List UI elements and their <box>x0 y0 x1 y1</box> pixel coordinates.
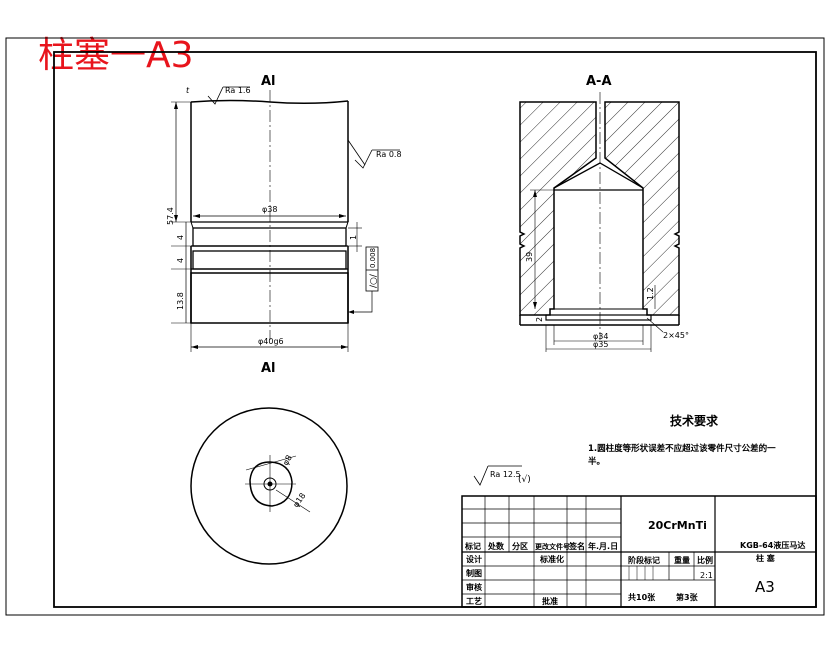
section-hatched-body <box>519 101 680 316</box>
label-titleblock-check: 审核 <box>466 582 482 592</box>
tb-part-name: 柱 塞 <box>756 553 776 563</box>
dim-groove2-h: 4 <box>176 258 185 263</box>
title-block <box>461 495 817 608</box>
tech-requirements: 技术要求 1.圆柱度等形状误差不应超过该零件尺寸公差的一 半。 <box>588 413 776 467</box>
label-titleblock-draft: 制图 <box>466 568 482 578</box>
tb-material: 20CrMnTi <box>648 519 707 532</box>
label-titleblock-process: 工艺 <box>466 596 482 606</box>
section-chamfer: 2×45° <box>663 331 689 340</box>
section-view: A-A 39 2 1.2 2×45° φ34 φ35 <box>519 74 689 352</box>
inner-frame <box>53 51 817 608</box>
bottom-view: Al φ8 φ18 <box>190 361 348 565</box>
section-dim-1-2: 1.2 <box>646 287 655 300</box>
label-titleblock-col_mark: 标记 <box>464 541 481 551</box>
tb-drawing-name: KGB-64液压马达 <box>740 540 805 550</box>
label-dims-rough_general: Ra 12.5 <box>490 470 521 479</box>
dim-dia-upper: φ38 <box>262 205 277 214</box>
section-dim-39: 39 <box>525 252 534 262</box>
dim-height-total: 57.4 <box>166 207 175 225</box>
general-roughness: Ra 12.5 (√) <box>473 465 531 486</box>
dim-dia-bottom: φ40g6 <box>258 337 284 346</box>
front-view-label: Al <box>261 74 276 89</box>
cylindricity-symbol: /○/ <box>369 273 379 288</box>
tb-sheet-size: A3 <box>755 578 775 596</box>
title-block-text: 20CrMnTi KGB-64液压马达 柱 塞 A3 2:1 标记 处数 分区 … <box>464 519 805 606</box>
label-titleblock-col_sign: 签名 <box>568 541 585 551</box>
groove-1 <box>192 227 347 247</box>
tb-scale: 2:1 <box>700 571 713 580</box>
tech-line-1: 1.圆柱度等形状误差不应超过该零件尺寸公差的一 <box>588 443 776 454</box>
label-titleblock-ratio: 比例 <box>697 555 713 565</box>
piston-top-edge <box>190 99 349 105</box>
dim-lower-h: 13.8 <box>176 292 185 310</box>
bottom-outer-circle <box>190 407 348 565</box>
section-dim-2: 2 <box>535 317 544 322</box>
label-titleblock-sheets_total: 共10张 <box>628 592 656 602</box>
label-titleblock-col_count: 处数 <box>487 541 505 551</box>
outer-border <box>5 37 825 616</box>
front-view: Al Ra 1.6 t Ra 0.8 φ38 <box>166 74 402 352</box>
tech-line-2: 半。 <box>588 456 605 467</box>
bottom-view-label: Al <box>261 361 276 376</box>
section-view-label: A-A <box>586 74 612 89</box>
bottom-inner-profile <box>249 461 293 507</box>
title-overlay: 柱塞一A3 <box>38 35 194 76</box>
label-titleblock-col_zone: 分区 <box>512 541 528 551</box>
label-titleblock-col_docno: 更改文件号 <box>535 542 570 551</box>
section-dim-34: φ34 <box>593 332 608 341</box>
label-titleblock-design: 设计 <box>466 554 482 564</box>
label-dims-rough_general_suffix: (√) <box>518 474 531 485</box>
section-dim-35: φ35 <box>593 340 608 349</box>
tech-heading: 技术要求 <box>670 413 719 428</box>
label-titleblock-standardize: 标准化 <box>539 554 564 564</box>
label-titleblock-stage_mark: 阶段标记 <box>628 555 660 565</box>
roughness-side: Ra 0.8 <box>376 150 402 159</box>
dim-groove1-h: 4 <box>176 235 185 240</box>
tolerance-value: 0.008 <box>369 248 377 268</box>
bottom-dim-8: φ8 <box>281 454 294 467</box>
label-titleblock-approve: 批准 <box>542 596 558 606</box>
roughness-top: Ra 1.6 <box>225 86 251 95</box>
label-titleblock-sheet_no: 第3张 <box>676 592 699 602</box>
groove-2 <box>192 250 347 270</box>
dim-groove-1: 1 <box>349 235 358 240</box>
piston-base <box>190 272 349 324</box>
bottom-dim-18: φ18 <box>291 491 307 509</box>
label-titleblock-col_date: 年.月.日 <box>588 541 618 551</box>
label-titleblock-weight: 重量 <box>674 555 690 565</box>
top-t-mark: t <box>186 86 190 95</box>
